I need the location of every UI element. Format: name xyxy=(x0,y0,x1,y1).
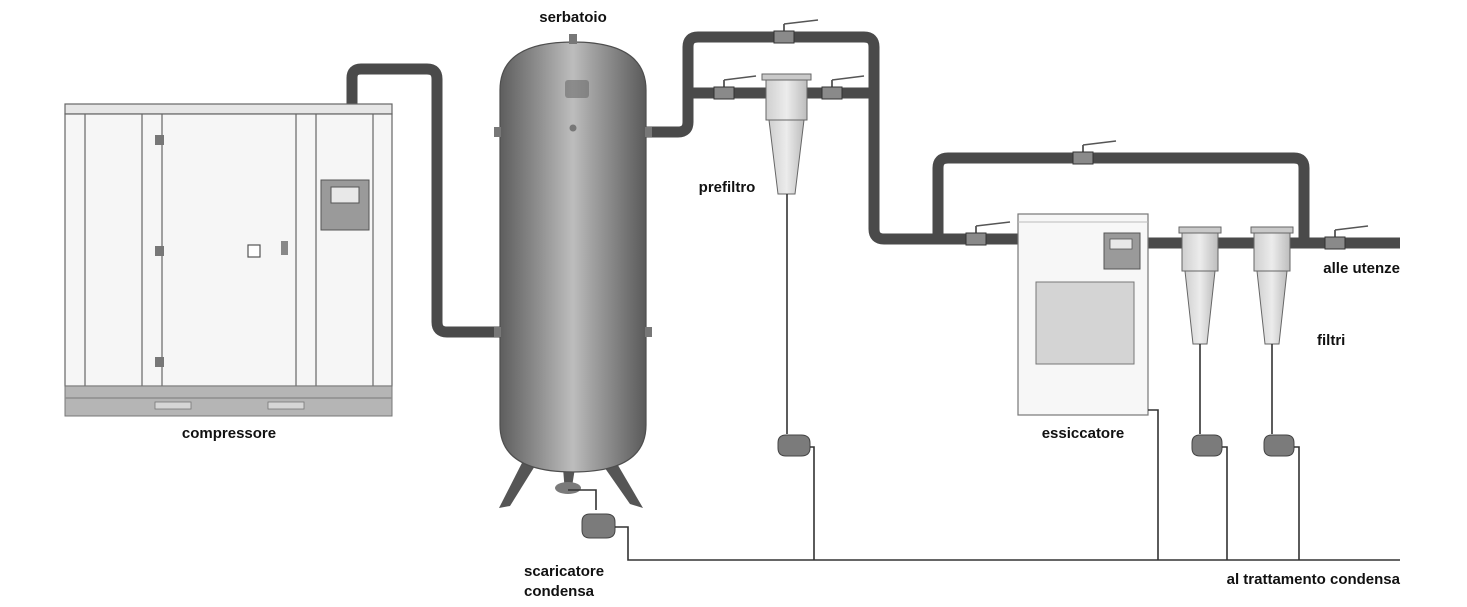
filter-2 xyxy=(1250,226,1294,434)
valves xyxy=(713,19,1369,250)
drain-trap-icon xyxy=(777,434,811,457)
label-serbatoio: serbatoio xyxy=(539,9,607,26)
final-filters xyxy=(1178,226,1294,434)
drain-trap-icon xyxy=(1191,434,1223,457)
label-alle-utenze: alle utenze xyxy=(1323,260,1400,277)
valve-icon xyxy=(773,19,819,44)
valve-icon xyxy=(1072,140,1117,165)
valve-icon xyxy=(821,75,865,100)
valve-icon xyxy=(713,75,757,100)
label-scaricatore: scaricatore xyxy=(524,563,604,580)
pipe-compressor-to-tank xyxy=(346,63,500,338)
label-essiccatore: essiccatore xyxy=(1042,425,1125,442)
pipe-dryer-bypass xyxy=(932,152,1310,243)
label-condensa: condensa xyxy=(524,583,595,600)
drain-trap-icon xyxy=(581,513,616,539)
valve-icon xyxy=(1324,225,1369,250)
dryer-control-panel xyxy=(1103,232,1141,270)
dryer-unit xyxy=(1017,213,1159,560)
prefilter-unit xyxy=(761,73,812,434)
condensate-lines xyxy=(615,446,1400,561)
drain-trap-icon xyxy=(1263,434,1295,457)
label-al-trattamento-condensa: al trattamento condensa xyxy=(1227,571,1401,588)
pipe-tank-to-prefilter xyxy=(646,31,1018,245)
labels: serbatoio compressore prefiltro essiccat… xyxy=(182,9,1401,600)
air-receiver-tank xyxy=(494,34,652,510)
drain-traps xyxy=(581,434,1295,539)
valve-icon xyxy=(965,221,1011,246)
label-compressore: compressore xyxy=(182,425,276,442)
compressor-unit xyxy=(64,103,393,417)
label-prefiltro: prefiltro xyxy=(699,179,756,196)
label-filtri: filtri xyxy=(1317,332,1345,349)
filter-1 xyxy=(1178,226,1222,434)
